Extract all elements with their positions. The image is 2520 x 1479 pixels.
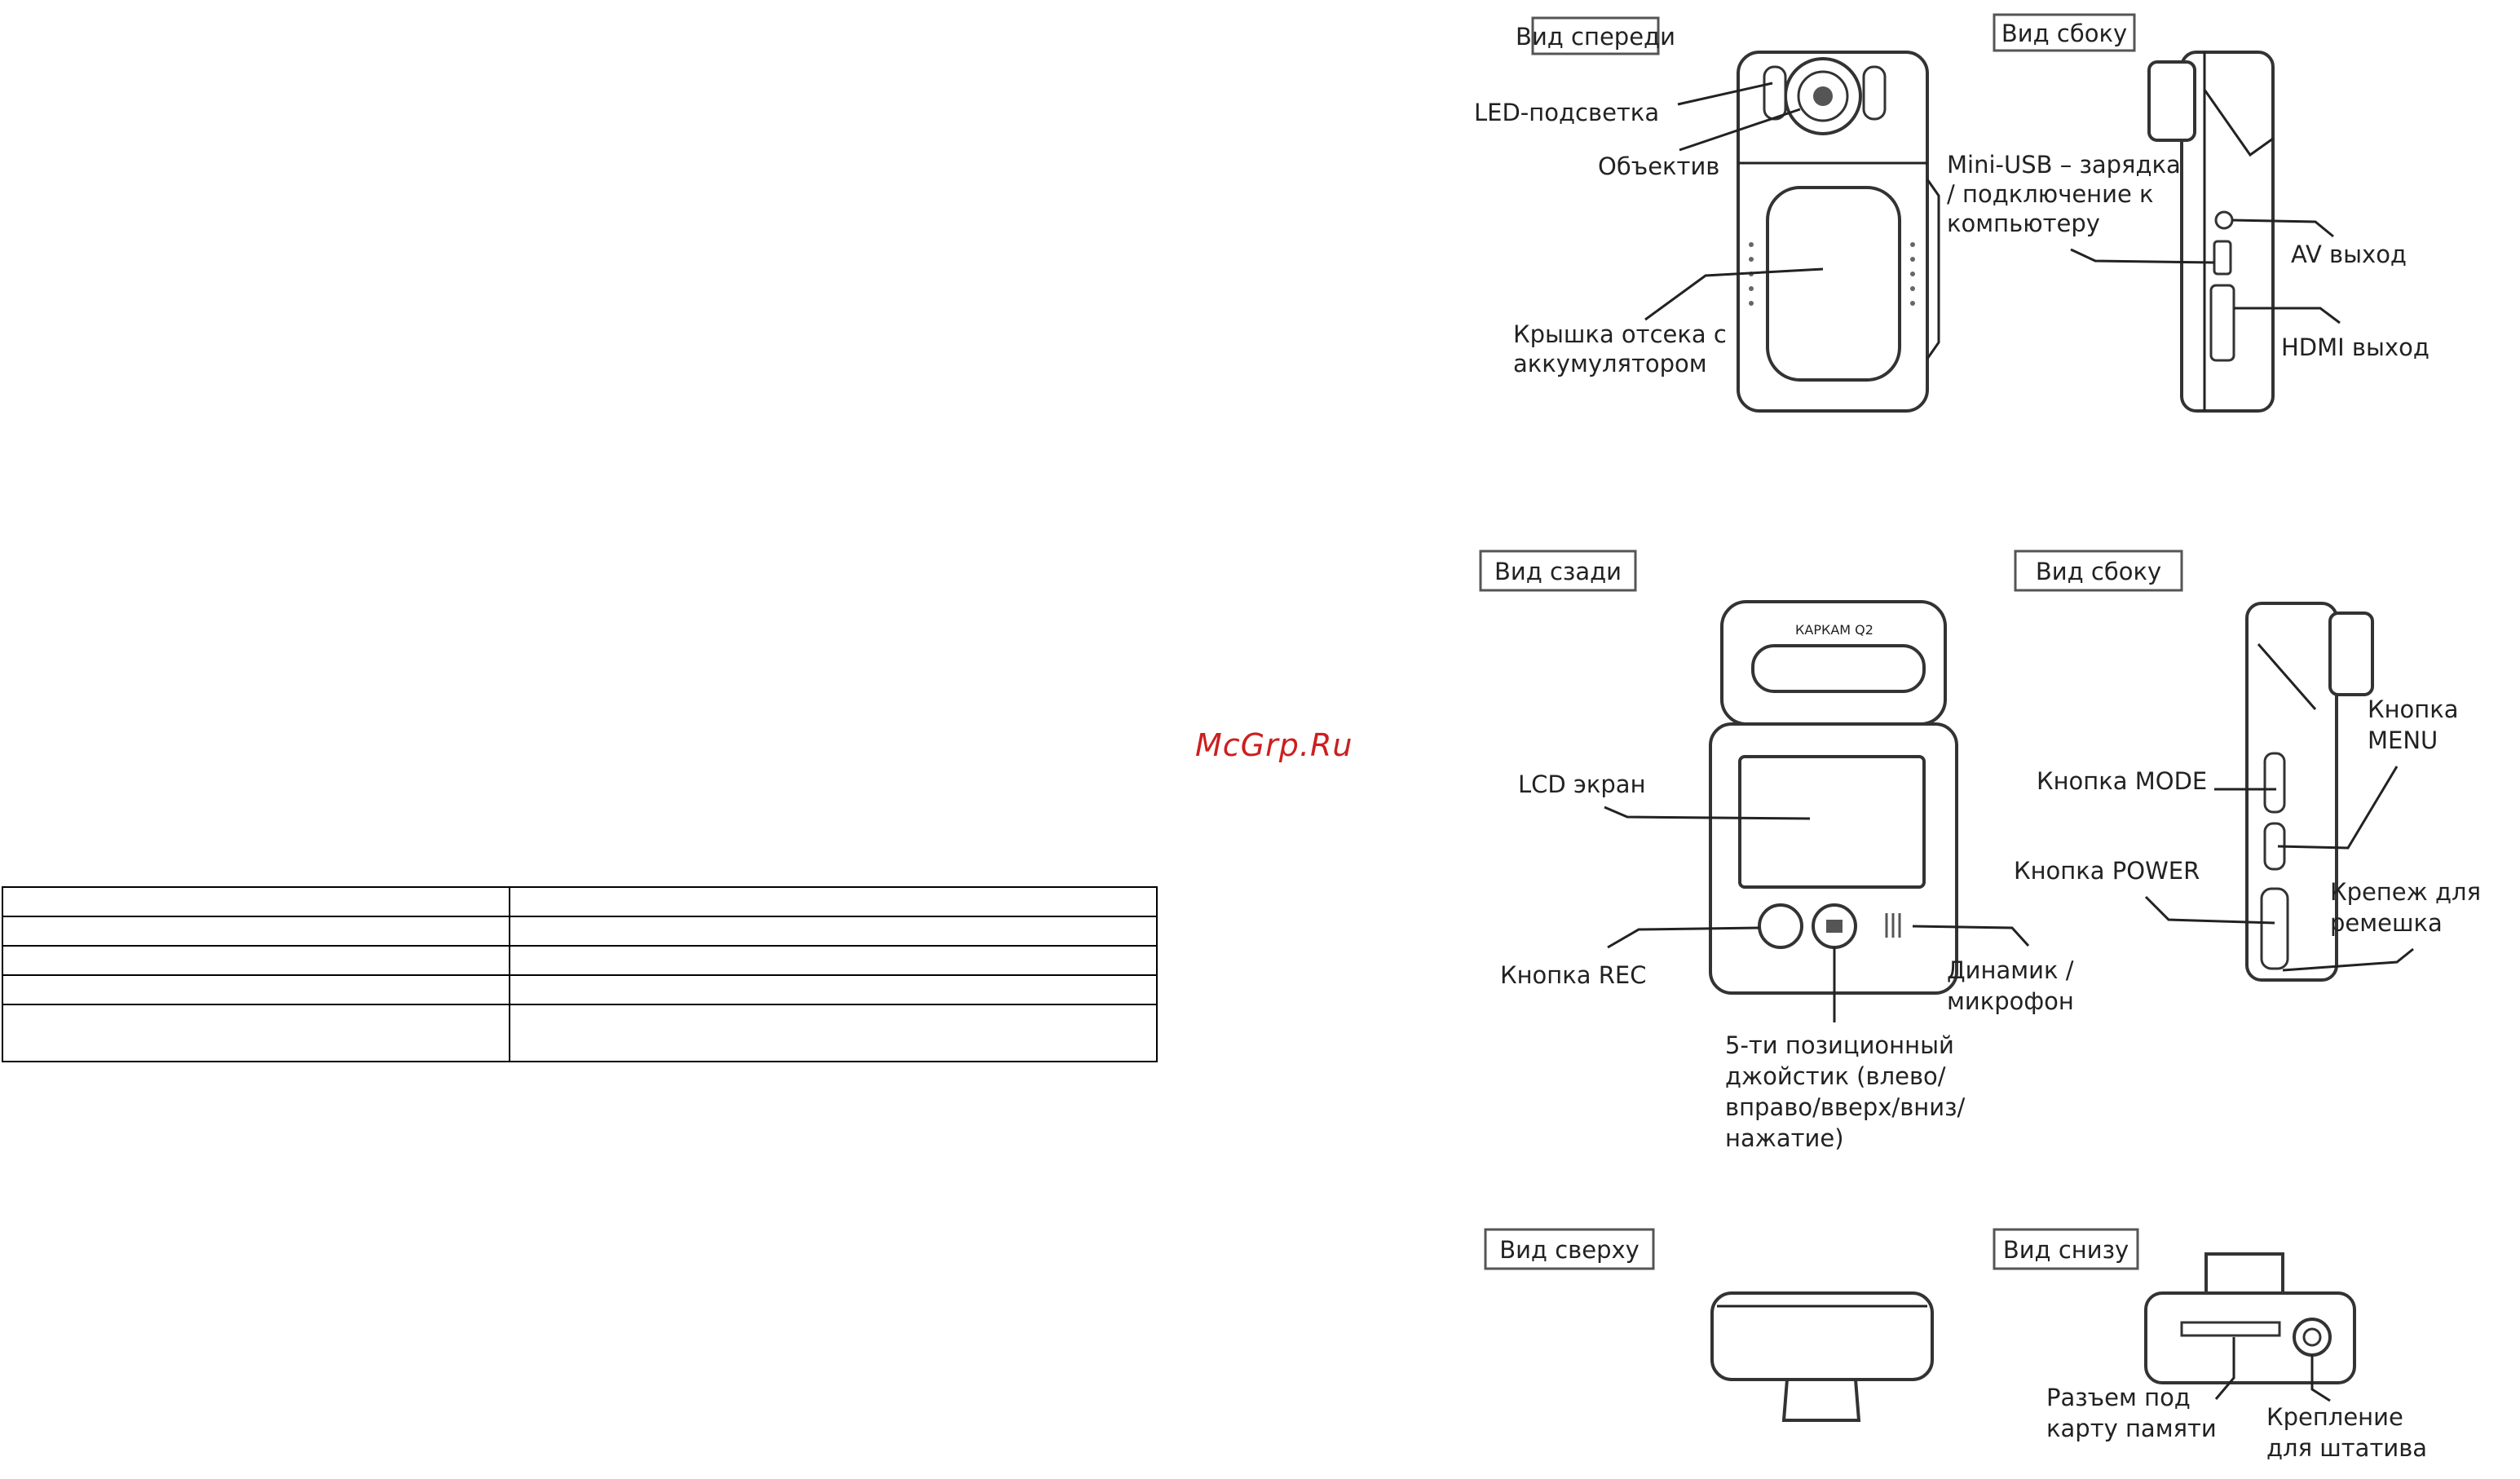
label-hdmi: HDMI выход (2281, 333, 2430, 361)
table-cell (2, 886, 510, 917)
table-row (2, 916, 1158, 947)
table-row (2, 974, 1158, 1005)
top-view-device (1710, 1291, 1934, 1422)
label-battery: Крышка отсека с аккумулятором (1513, 320, 1727, 377)
svg-text:джойстик (влево/: джойстик (влево/ (1725, 1062, 1946, 1090)
label-speaker: Динамик / микрофон (1947, 956, 2074, 1015)
view-label-side1: Вид сбоку (1993, 13, 2136, 52)
bottom-view-device (2144, 1252, 2356, 1384)
leader-rec (1607, 926, 1760, 949)
svg-text:Крепеж для: Крепеж для (2330, 878, 2481, 906)
watermark: McGrp.Ru (1195, 727, 1353, 763)
label-mode: Кнопка MODE (2037, 767, 2207, 795)
svg-text:аккумулятором: аккумулятором (1513, 350, 1707, 377)
table-cell (2, 1004, 510, 1062)
table-cell (509, 945, 1158, 976)
svg-text:нажатие): нажатие) (1725, 1124, 1844, 1152)
svg-text:Вид сбоку: Вид сбоку (2001, 20, 2127, 47)
view-label-side2: Вид сбоку (2014, 550, 2183, 592)
leader-speaker (1912, 925, 2030, 947)
svg-text:Разъем под: Разъем под (2046, 1384, 2191, 1411)
leader-card (2214, 1337, 2235, 1400)
leader-av (2231, 219, 2334, 238)
svg-text:КАРКАМ Q2: КАРКАМ Q2 (1795, 622, 1873, 638)
svg-text:Вид сбоку: Вид сбоку (2036, 558, 2161, 585)
label-lcd: LCD экран (1518, 770, 1646, 798)
table-cell (2, 974, 510, 1005)
svg-text:ремешка: ремешка (2330, 909, 2443, 937)
rear-view-device: КАРКАМ Q2 (1709, 600, 1958, 995)
table-cell (509, 974, 1158, 1005)
svg-text:Динамик /: Динамик / (1947, 956, 2074, 984)
svg-text:Крепление: Крепление (2266, 1403, 2403, 1431)
label-rec: Кнопка REC (1500, 961, 1646, 989)
svg-text:микрофон: микрофон (1947, 987, 2074, 1015)
leader-battery (1644, 267, 1824, 321)
svg-text:Вид спереди: Вид спереди (1516, 23, 1675, 51)
side-view-2-device (2245, 602, 2374, 982)
table-row (2, 886, 1158, 917)
front-view-device (1737, 51, 1940, 413)
svg-text:Кнопка: Кнопка (2368, 695, 2459, 723)
table-cell (509, 1004, 1158, 1062)
view-label-bottom: Вид снизу (1993, 1228, 2139, 1270)
svg-text:MENU: MENU (2368, 726, 2438, 754)
table-row (2, 1004, 1158, 1062)
svg-text:Вид снизу: Вид снизу (2003, 1236, 2129, 1264)
leader-lens (1679, 108, 1801, 152)
label-miniusb: Mini-USB – зарядка / подключение к компь… (1947, 151, 2181, 237)
table-row (2, 945, 1158, 976)
label-strap: Крепеж для ремешка (2330, 878, 2481, 937)
leader-tripod (2310, 1355, 2331, 1402)
label-power: Кнопка POWER (2014, 857, 2200, 885)
label-led: LED-подсветка (1474, 99, 1659, 126)
label-av: AV выход (2291, 241, 2407, 268)
svg-text:компьютеру: компьютеру (1947, 210, 2100, 237)
leader-hdmi (2234, 307, 2341, 324)
label-joystick: 5-ти позиционный джойстик (влево/ вправо… (1725, 1031, 1966, 1152)
svg-text:для штатива: для штатива (2266, 1434, 2427, 1462)
table-cell (2, 916, 510, 947)
view-label-top: Вид сверху (1484, 1228, 1655, 1270)
svg-text:5-ти позиционный: 5-ти позиционный (1725, 1031, 1954, 1059)
svg-text:Вид сверху: Вид сверху (1499, 1236, 1640, 1264)
leader-lcd (1604, 806, 1811, 820)
view-label-front: Вид спереди (1516, 16, 1675, 55)
spec-table (2, 886, 1158, 1062)
leader-menu (2277, 766, 2399, 850)
table-cell (509, 886, 1158, 917)
table-cell (2, 945, 510, 976)
leader-strap (2282, 947, 2414, 972)
table-cell (509, 916, 1158, 947)
side-view-1-device (2147, 51, 2275, 413)
leader-power (2144, 895, 2275, 925)
svg-text:/ подключение к: / подключение к (1947, 180, 2154, 208)
svg-text:Крышка отсека с: Крышка отсека с (1513, 320, 1727, 348)
view-label-rear: Вид сзади (1479, 550, 1637, 592)
svg-text:Mini-USB – зарядка: Mini-USB – зарядка (1947, 151, 2181, 179)
leader-miniusb (2070, 248, 2215, 264)
svg-text:карту памяти: карту памяти (2046, 1415, 2217, 1442)
label-card: Разъем под карту памяти (2046, 1384, 2217, 1442)
label-tripod: Крепление для штатива (2266, 1403, 2427, 1462)
leader-led (1677, 82, 1773, 106)
label-menu: Кнопка MENU (2368, 695, 2459, 754)
label-lens: Объектив (1598, 152, 1719, 180)
svg-text:вправо/вверх/вниз/: вправо/вверх/вниз/ (1725, 1093, 1966, 1121)
svg-text:Вид сзади: Вид сзади (1494, 558, 1622, 585)
